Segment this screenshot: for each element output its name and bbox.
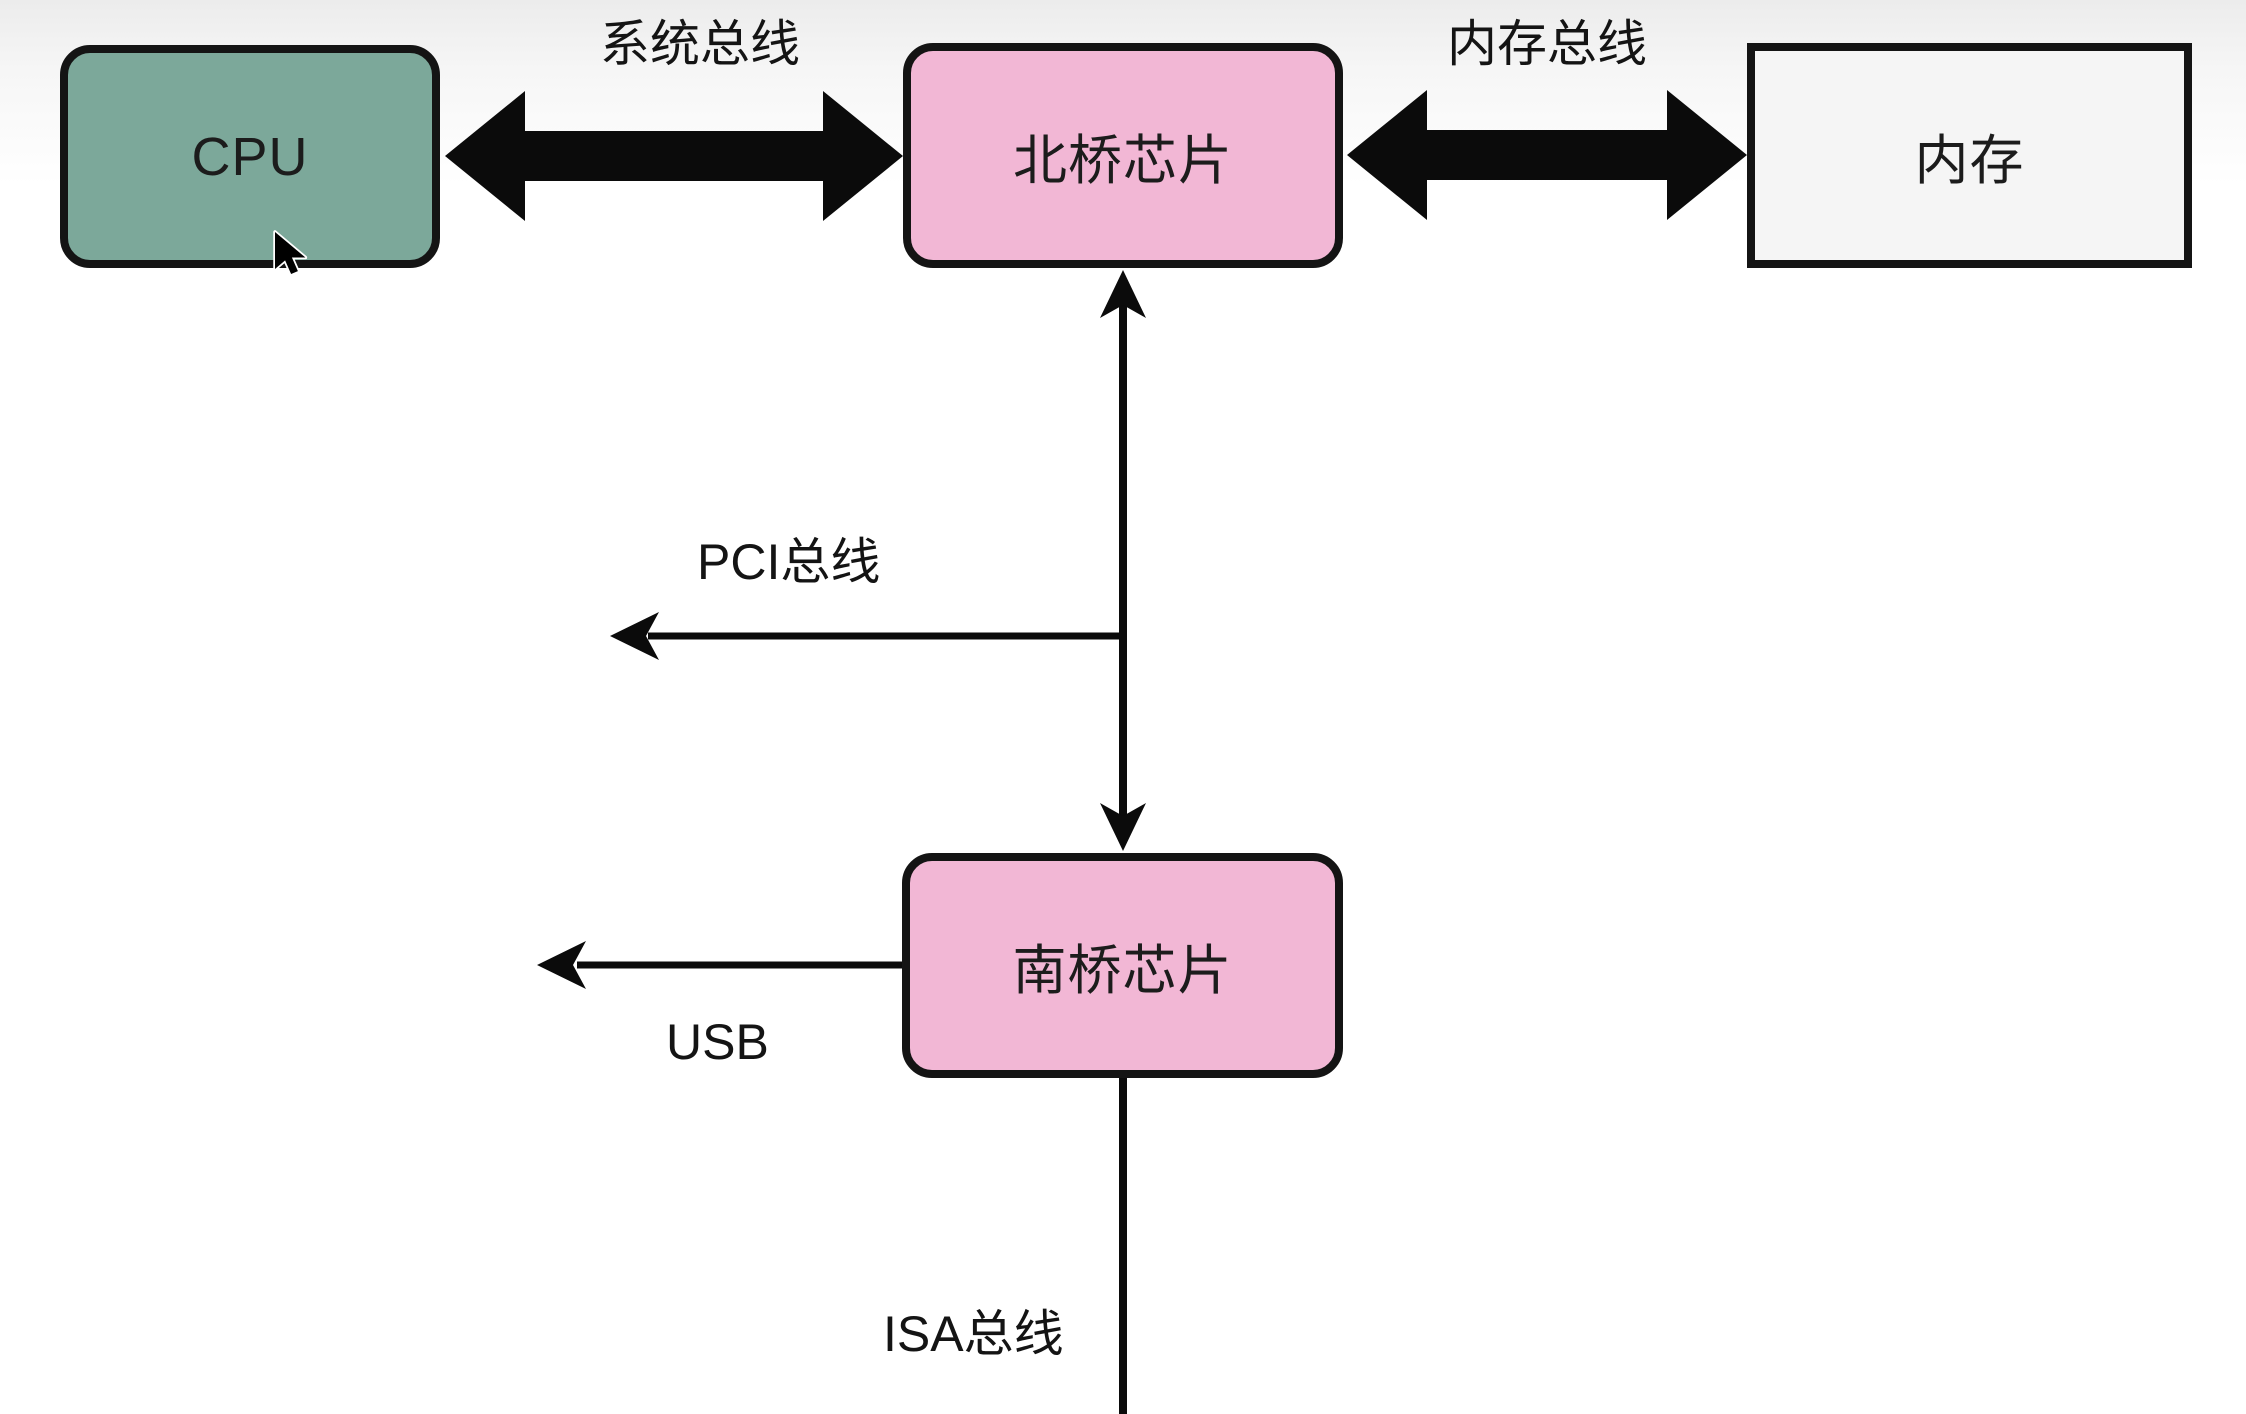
bridge-link-arrow bbox=[1100, 270, 1146, 851]
usb-label: USB bbox=[666, 1014, 769, 1070]
node-south-bridge-label: 南桥芯片 bbox=[1012, 941, 1233, 1001]
node-cpu: CPU bbox=[60, 45, 440, 268]
pci-branch-arrow bbox=[610, 612, 1127, 660]
node-north-bridge: 北桥芯片 bbox=[903, 43, 1343, 268]
node-cpu-label: CPU bbox=[191, 126, 309, 187]
pci-bus-label: PCI总线 bbox=[697, 534, 881, 590]
node-south-bridge: 南桥芯片 bbox=[902, 853, 1343, 1078]
memory-bus-arrow bbox=[1347, 90, 1747, 220]
memory-bus-label: 内存总线 bbox=[1447, 16, 1647, 72]
system-bus-label: 系统总线 bbox=[600, 16, 800, 72]
system-bus-arrow bbox=[445, 91, 903, 221]
node-memory: 内存 bbox=[1747, 43, 2192, 268]
isa-bus-label: ISA总线 bbox=[883, 1306, 1064, 1362]
node-memory-label: 内存 bbox=[1914, 131, 2025, 191]
usb-branch-arrow bbox=[537, 941, 902, 989]
node-north-bridge-label: 北桥芯片 bbox=[1013, 131, 1233, 191]
